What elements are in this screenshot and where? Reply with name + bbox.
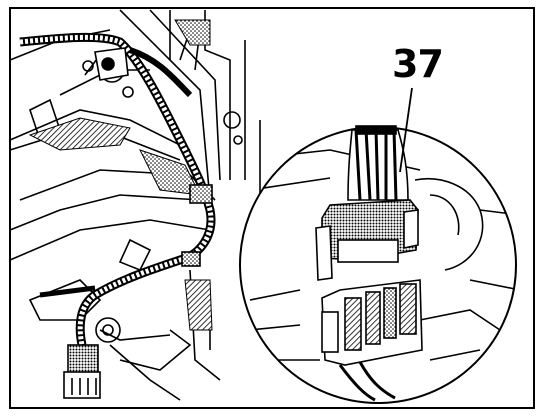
harness-connector: [63, 344, 101, 399]
panel-shading: [28, 19, 213, 331]
connector-socket-block: [321, 279, 423, 402]
callout-number-37: 37: [392, 42, 444, 86]
engine-bay-panel: [9, 9, 261, 401]
connector-plug: [315, 125, 419, 281]
mounting-bracket: [94, 47, 213, 267]
figure-frame: [9, 7, 535, 409]
callout-leader-line: [399, 87, 413, 173]
